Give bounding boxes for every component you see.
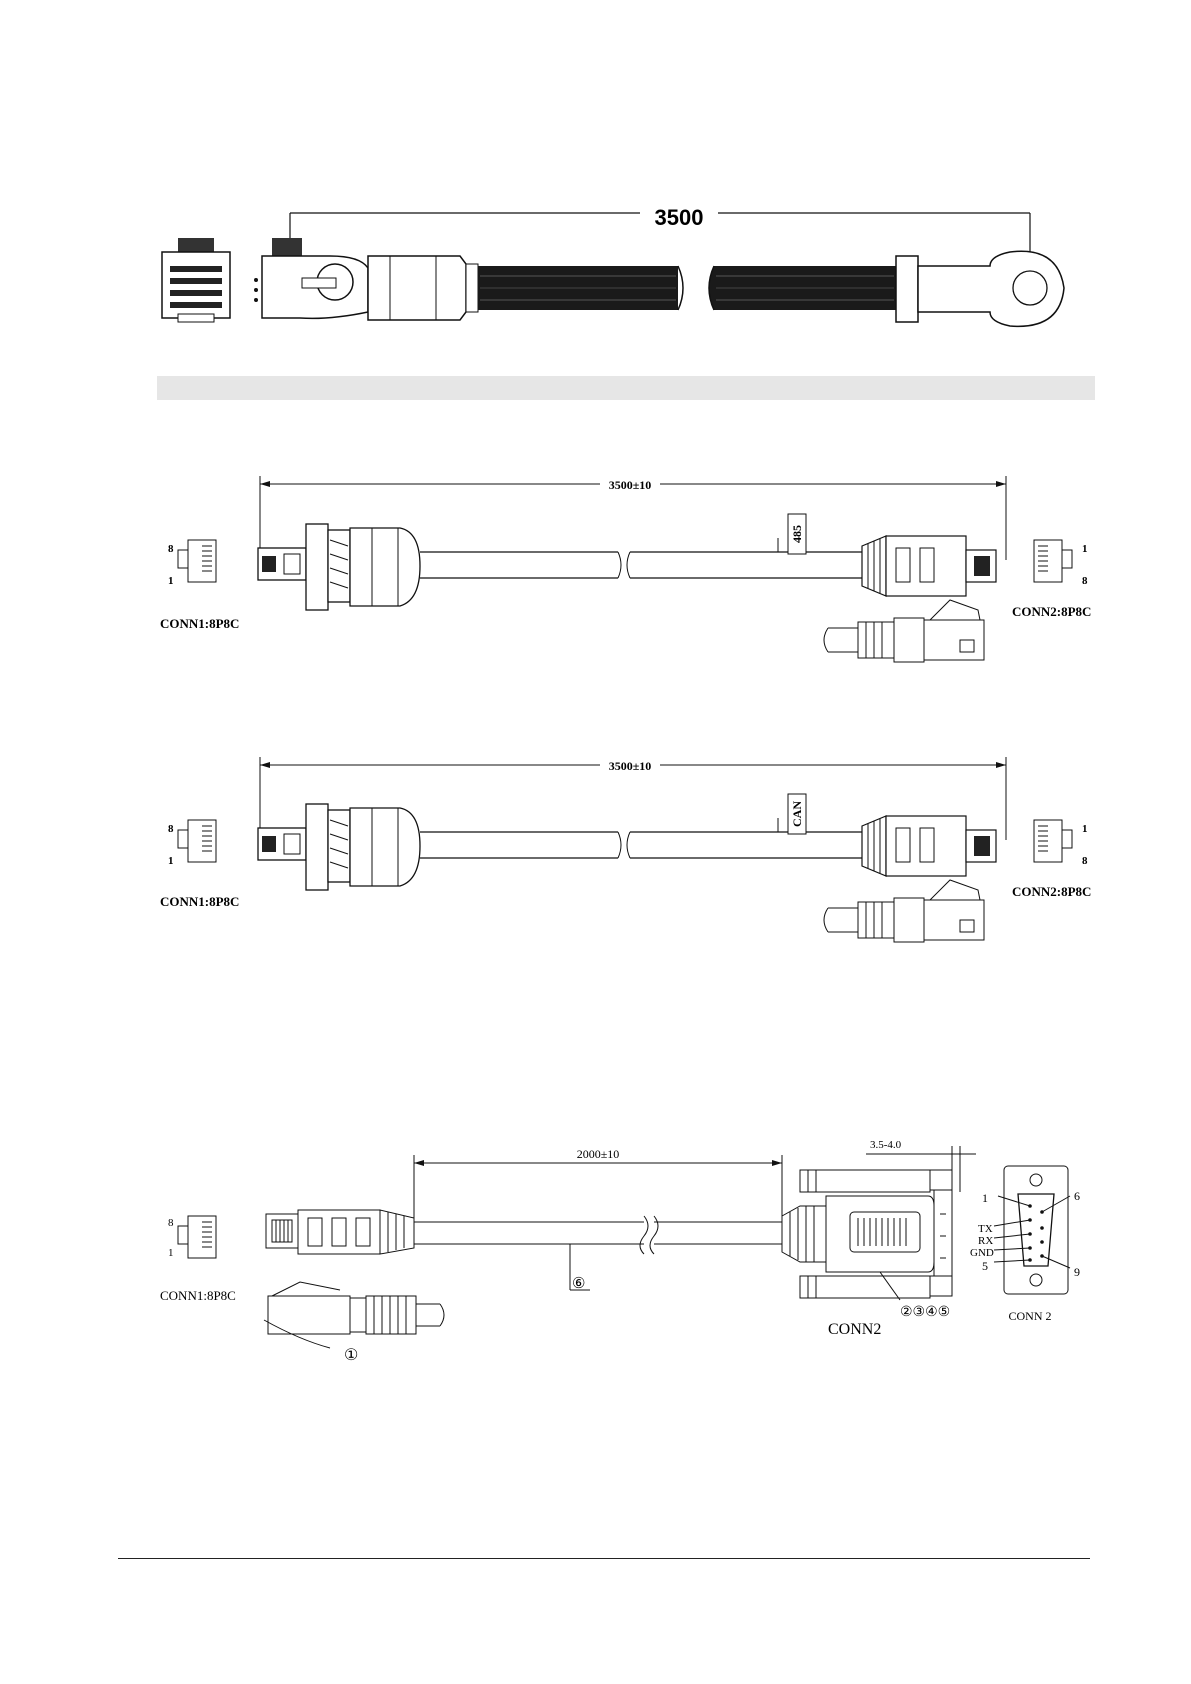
pin-label: 1 — [168, 1247, 174, 1259]
connector-front-view — [162, 238, 230, 322]
item-callout: ① — [344, 1347, 358, 1364]
conn2-face-label: CONN 2 — [1008, 1309, 1051, 1323]
pin-label: 8 — [168, 1217, 174, 1229]
figure-1-power-cable: 3500 — [162, 205, 1064, 326]
pin-label: 8 — [168, 543, 174, 555]
conn2-label: CONN2:8P8C — [1012, 884, 1091, 899]
pin-label: 8 — [1082, 575, 1088, 587]
conn1-label: CONN1:8P8C — [160, 894, 239, 909]
dsub-connector — [782, 1170, 952, 1300]
signal-label: TX — [978, 1223, 993, 1235]
cable — [414, 1216, 782, 1290]
connector-side-view — [254, 238, 478, 320]
conn2-label: CONN2:8P8C — [1012, 604, 1091, 619]
pinout-right-icon — [1034, 540, 1072, 582]
dimension-label: 3500±10 — [609, 478, 652, 492]
power-cable — [478, 266, 896, 310]
pinout-left-icon — [178, 1216, 216, 1258]
dimension-label: 3500±10 — [609, 759, 652, 773]
rj45-plug-right — [862, 816, 996, 876]
rj45-side-sketch — [824, 880, 984, 942]
gap-dimension-label: 3.5-4.0 — [870, 1139, 902, 1151]
figure-2-485-cable: 3500±10 8 1 CONN1:8P8C — [160, 476, 1091, 662]
pinout-right-icon — [1034, 820, 1072, 862]
item-callout: ⑥ — [572, 1276, 585, 1292]
dimension-label: 2000±10 — [577, 1147, 620, 1161]
conn2-label: CONN2 — [828, 1321, 881, 1338]
dimension-label: 3500 — [655, 205, 704, 230]
pin-label: 1 — [1082, 823, 1088, 835]
rj45-gland-plug — [258, 524, 420, 610]
signal-label: GND — [970, 1247, 994, 1259]
pin-label: 8 — [1082, 855, 1088, 867]
rj45-gland-plug — [258, 804, 420, 890]
pinout-left-icon — [178, 540, 216, 582]
pin-label: 1 — [1082, 543, 1088, 555]
conn1-label: CONN1:8P8C — [160, 1288, 236, 1303]
figure-4-rs232-cable: 2000±10 3.5-4.0 8 1 CONN1:8P8C — [160, 1139, 1080, 1364]
rj45-side-sketch — [264, 1282, 444, 1348]
cable-tag-label: CAN — [790, 801, 804, 827]
pin-label: 8 — [168, 823, 174, 835]
conn1-label: CONN1:8P8C — [160, 616, 239, 631]
rj45-plug — [266, 1210, 414, 1254]
cable: CAN — [420, 794, 862, 858]
signal-label: RX — [978, 1235, 993, 1247]
ring-terminal — [896, 251, 1064, 326]
pin-label: 9 — [1074, 1265, 1080, 1279]
pinout-left-icon — [178, 820, 216, 862]
rj45-side-sketch — [824, 600, 984, 662]
pin-label: 6 — [1074, 1189, 1080, 1203]
pin-label: 1 — [982, 1191, 988, 1205]
cable-tag-label: 485 — [790, 525, 804, 543]
pin-label: 1 — [168, 855, 174, 867]
dsub-face-view — [994, 1166, 1070, 1294]
pin-label: 5 — [982, 1259, 988, 1273]
item-callout: ②③④⑤ — [900, 1305, 950, 1320]
rj45-plug-right — [862, 536, 996, 596]
pin-label: 1 — [168, 575, 174, 587]
figure-3-can-cable: 3500±10 8 1 CONN1:8P8C — [160, 757, 1091, 942]
cable: 485 — [420, 514, 862, 578]
